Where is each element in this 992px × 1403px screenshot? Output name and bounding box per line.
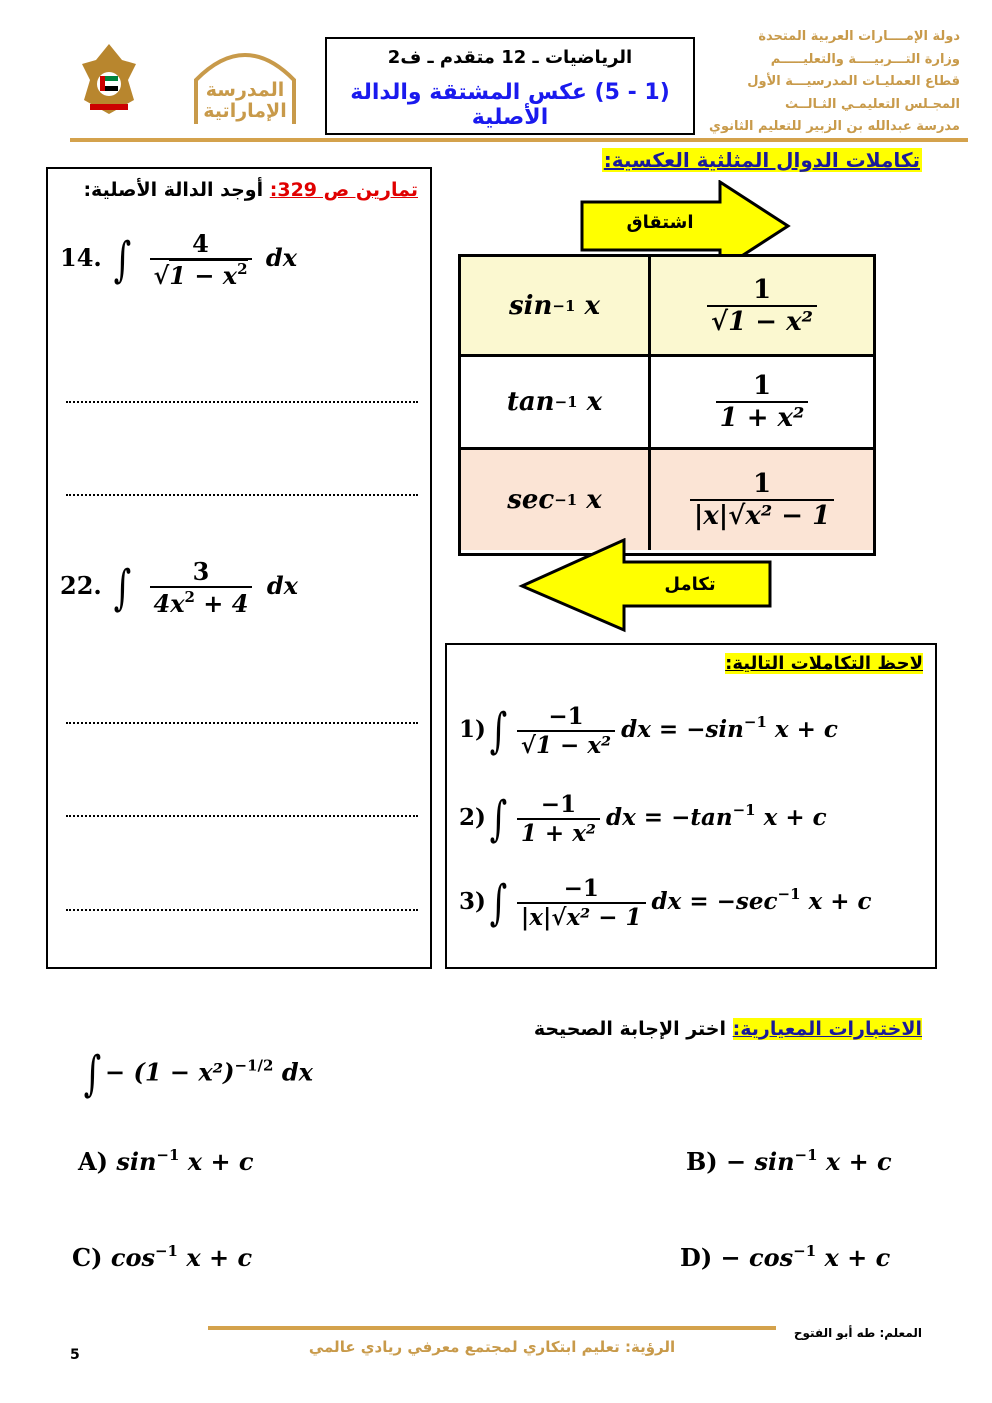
mcq-question: ∫− (1 − x²)−1/2 dx — [83, 1046, 313, 1102]
section-title: تكاملات الدوال المثلثية العكسية: — [601, 148, 922, 172]
derivative-label: اشتقاق — [626, 212, 694, 233]
header-divider — [70, 138, 968, 142]
exercises-box: تمارين ص 329: أوجد الدالة الأصلية: 14. ∫… — [46, 167, 432, 969]
school-logo: المدرسة الإماراتية — [186, 40, 304, 126]
answer-line — [66, 494, 418, 496]
mcq-instruction: اختر الإجابة الصحيحة — [533, 1018, 727, 1040]
notes-title: لاحظ التكاملات التالية: — [725, 653, 923, 674]
title-box: الرياضيات ـ 12 متقدم ـ ف2 (1 - 5) عكس ال… — [325, 37, 695, 135]
derivative-arrow-icon — [580, 180, 791, 272]
ministry-info: دولة الإمــــارات العربية المتحدة وزارة … — [709, 29, 960, 134]
teacher-name: المعلم: طه أبو الفتوح — [793, 1326, 922, 1340]
mcq-heading: الاختبارات المعيارية: اختر الإجابة الصحي… — [534, 1018, 922, 1040]
integral-arrow-icon — [518, 538, 772, 633]
option-b[interactable]: B) − sin−1 x + c — [686, 1146, 892, 1176]
exercises-label: تمارين ص 329: — [269, 179, 418, 201]
page-number: 5 — [70, 1347, 80, 1363]
mcq-title: الاختبارات المعيارية: — [732, 1018, 922, 1040]
subject-line: الرياضيات ـ 12 متقدم ـ ف2 — [387, 47, 633, 68]
answer-line — [66, 909, 418, 911]
exercises-instruction: أوجد الدالة الأصلية: — [83, 179, 264, 201]
exercise-14: 14. ∫ 4√1 − x2 dx — [60, 229, 297, 290]
footer-divider — [208, 1326, 776, 1330]
integral-sign: ∫ — [113, 231, 132, 288]
integral-sign: ∫ — [113, 559, 132, 616]
answer-line — [66, 401, 418, 403]
table-row: sin−1 x 1√1 − x² — [461, 257, 873, 357]
integral-label: تكامل — [664, 574, 716, 595]
option-d[interactable]: D) − cos−1 x + c — [680, 1242, 891, 1272]
uae-emblem — [76, 40, 142, 118]
lesson-title: (1 - 5) عكس المشتقة والدالة الأصلية — [350, 80, 670, 130]
option-c[interactable]: C) cos−1 x + c — [72, 1242, 253, 1272]
vision-text: الرؤية: تعليم ابتكاري لمجتمع معرفي ريادي… — [308, 1338, 676, 1356]
answer-line — [66, 722, 418, 724]
answer-line — [66, 815, 418, 817]
option-a[interactable]: A) sin−1 x + c — [78, 1146, 254, 1176]
table-row: sec−1 x 1|x|√x² − 1 — [461, 450, 873, 550]
